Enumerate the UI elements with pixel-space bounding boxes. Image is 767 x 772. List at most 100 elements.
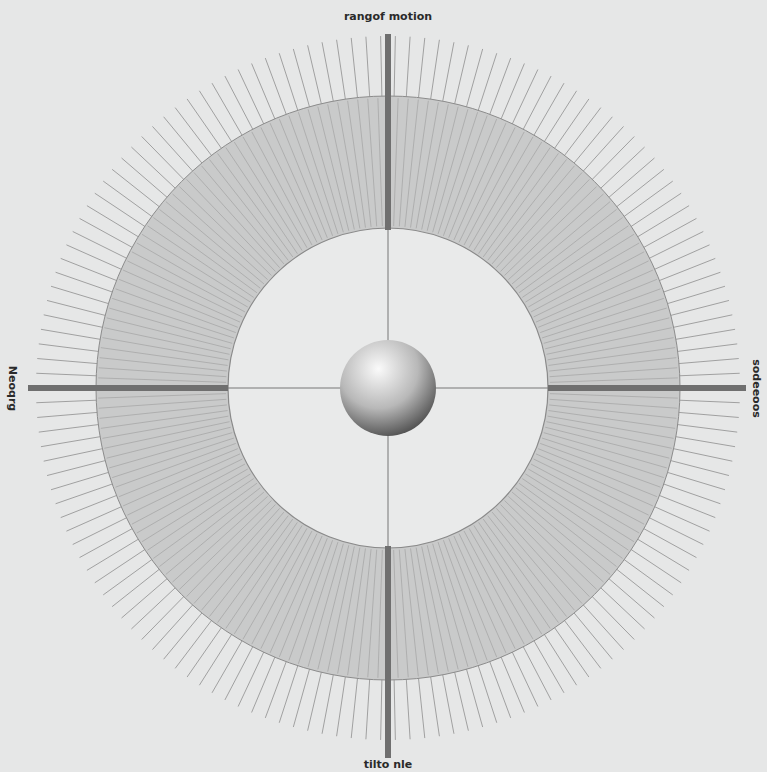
tick — [378, 98, 382, 226]
tick — [99, 399, 227, 408]
tick — [261, 534, 317, 649]
tick — [123, 270, 240, 322]
tick — [127, 459, 242, 515]
tick — [107, 427, 231, 458]
tick — [411, 548, 429, 675]
tick — [519, 483, 623, 558]
side-label: Neoqrg — [7, 363, 20, 412]
tick — [172, 194, 267, 280]
tick — [166, 202, 264, 284]
tick — [508, 194, 603, 280]
tick — [194, 508, 280, 603]
tick — [378, 550, 382, 678]
tick — [187, 179, 276, 271]
axis-bar — [28, 385, 228, 391]
tick — [218, 519, 293, 623]
tick — [534, 261, 649, 317]
tick — [519, 218, 623, 293]
tick — [488, 159, 567, 260]
tick — [501, 505, 590, 597]
tick — [399, 550, 408, 678]
tick — [218, 153, 293, 257]
tick — [528, 469, 639, 533]
tick — [469, 137, 533, 248]
inner-circle — [228, 228, 548, 548]
tick — [104, 328, 229, 355]
tick — [179, 501, 271, 590]
tick — [234, 142, 302, 251]
tick — [454, 123, 506, 240]
tick — [459, 534, 515, 649]
tick — [546, 422, 671, 449]
tick — [433, 109, 468, 232]
axis-label: rangof motion — [342, 10, 434, 23]
tick — [550, 368, 678, 377]
tick — [148, 479, 254, 551]
tick — [496, 172, 582, 267]
tick — [548, 348, 675, 366]
tick — [501, 179, 590, 271]
tick — [115, 443, 235, 487]
tick — [109, 433, 232, 468]
tick — [159, 209, 260, 288]
side-label: sodeeoos — [750, 357, 763, 420]
tick — [492, 166, 574, 264]
tick — [522, 226, 628, 298]
tick — [298, 112, 338, 234]
tick — [358, 549, 371, 676]
tick — [540, 289, 660, 333]
tick — [153, 218, 257, 293]
tick — [394, 550, 398, 678]
tick — [544, 433, 667, 468]
tick — [438, 542, 478, 664]
tick — [109, 308, 232, 343]
tick — [368, 99, 377, 227]
tick — [194, 172, 280, 267]
tick — [348, 101, 366, 228]
tick — [202, 512, 284, 610]
tick — [209, 516, 288, 617]
tick — [318, 107, 349, 231]
tick — [187, 505, 276, 597]
tick — [496, 508, 582, 603]
tick — [137, 243, 248, 307]
tick — [101, 411, 228, 429]
tick — [516, 488, 617, 567]
tick — [536, 270, 653, 322]
tick — [405, 100, 418, 227]
tick — [289, 540, 333, 660]
tick — [536, 454, 653, 506]
tick — [279, 538, 327, 657]
tick — [172, 496, 267, 582]
tick — [289, 115, 333, 235]
tick — [474, 525, 542, 634]
tick — [550, 394, 678, 398]
tick — [261, 127, 317, 242]
tick — [544, 308, 667, 343]
tick — [479, 522, 551, 628]
tick — [443, 115, 487, 235]
tick — [469, 528, 533, 639]
tick — [545, 427, 669, 458]
tick — [328, 546, 355, 671]
tick — [427, 107, 458, 231]
tick — [153, 483, 257, 558]
axis-label: tilto nle — [362, 758, 415, 771]
tick — [318, 545, 349, 669]
tick — [433, 544, 468, 667]
tick — [252, 132, 312, 245]
tick — [127, 261, 242, 317]
tick — [100, 358, 227, 371]
tick — [540, 443, 660, 487]
tick — [132, 464, 245, 524]
tick — [308, 544, 343, 667]
tick — [508, 496, 603, 582]
tick — [550, 378, 678, 382]
tick — [505, 501, 597, 590]
tick — [483, 153, 558, 257]
tick — [243, 528, 307, 639]
tick — [107, 318, 231, 349]
axis-bar — [385, 546, 391, 760]
tick — [525, 234, 634, 302]
tick — [98, 394, 226, 398]
